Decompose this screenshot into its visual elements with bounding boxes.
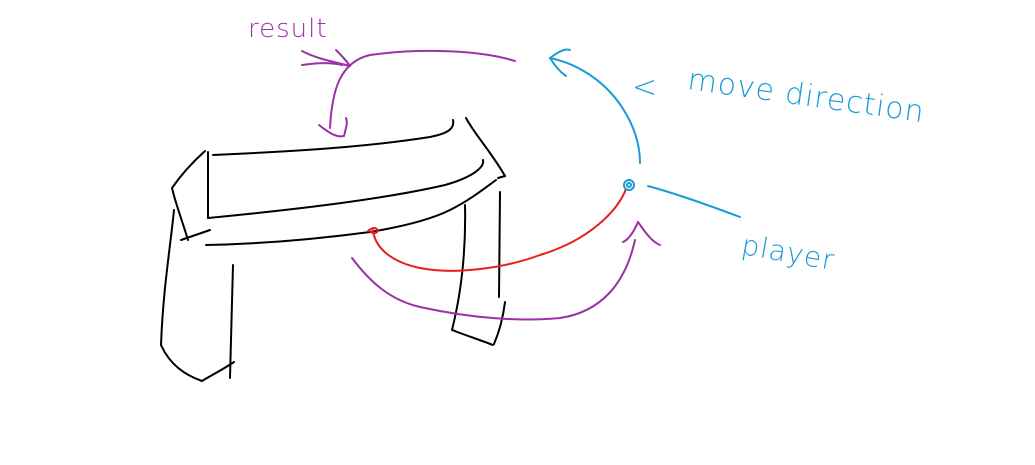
result-arrow-bottom [351,221,661,321]
result-label: result [248,14,328,44]
projection-point-icon [367,227,379,235]
player-pointer-line [647,185,741,218]
move-direction-small-arrow-icon: < [632,70,659,105]
table-structure [160,117,506,382]
result-arrow-top [301,49,516,138]
player-dot-icon [623,179,635,191]
move-direction-arrow [549,48,641,164]
projection-curve [372,188,627,272]
